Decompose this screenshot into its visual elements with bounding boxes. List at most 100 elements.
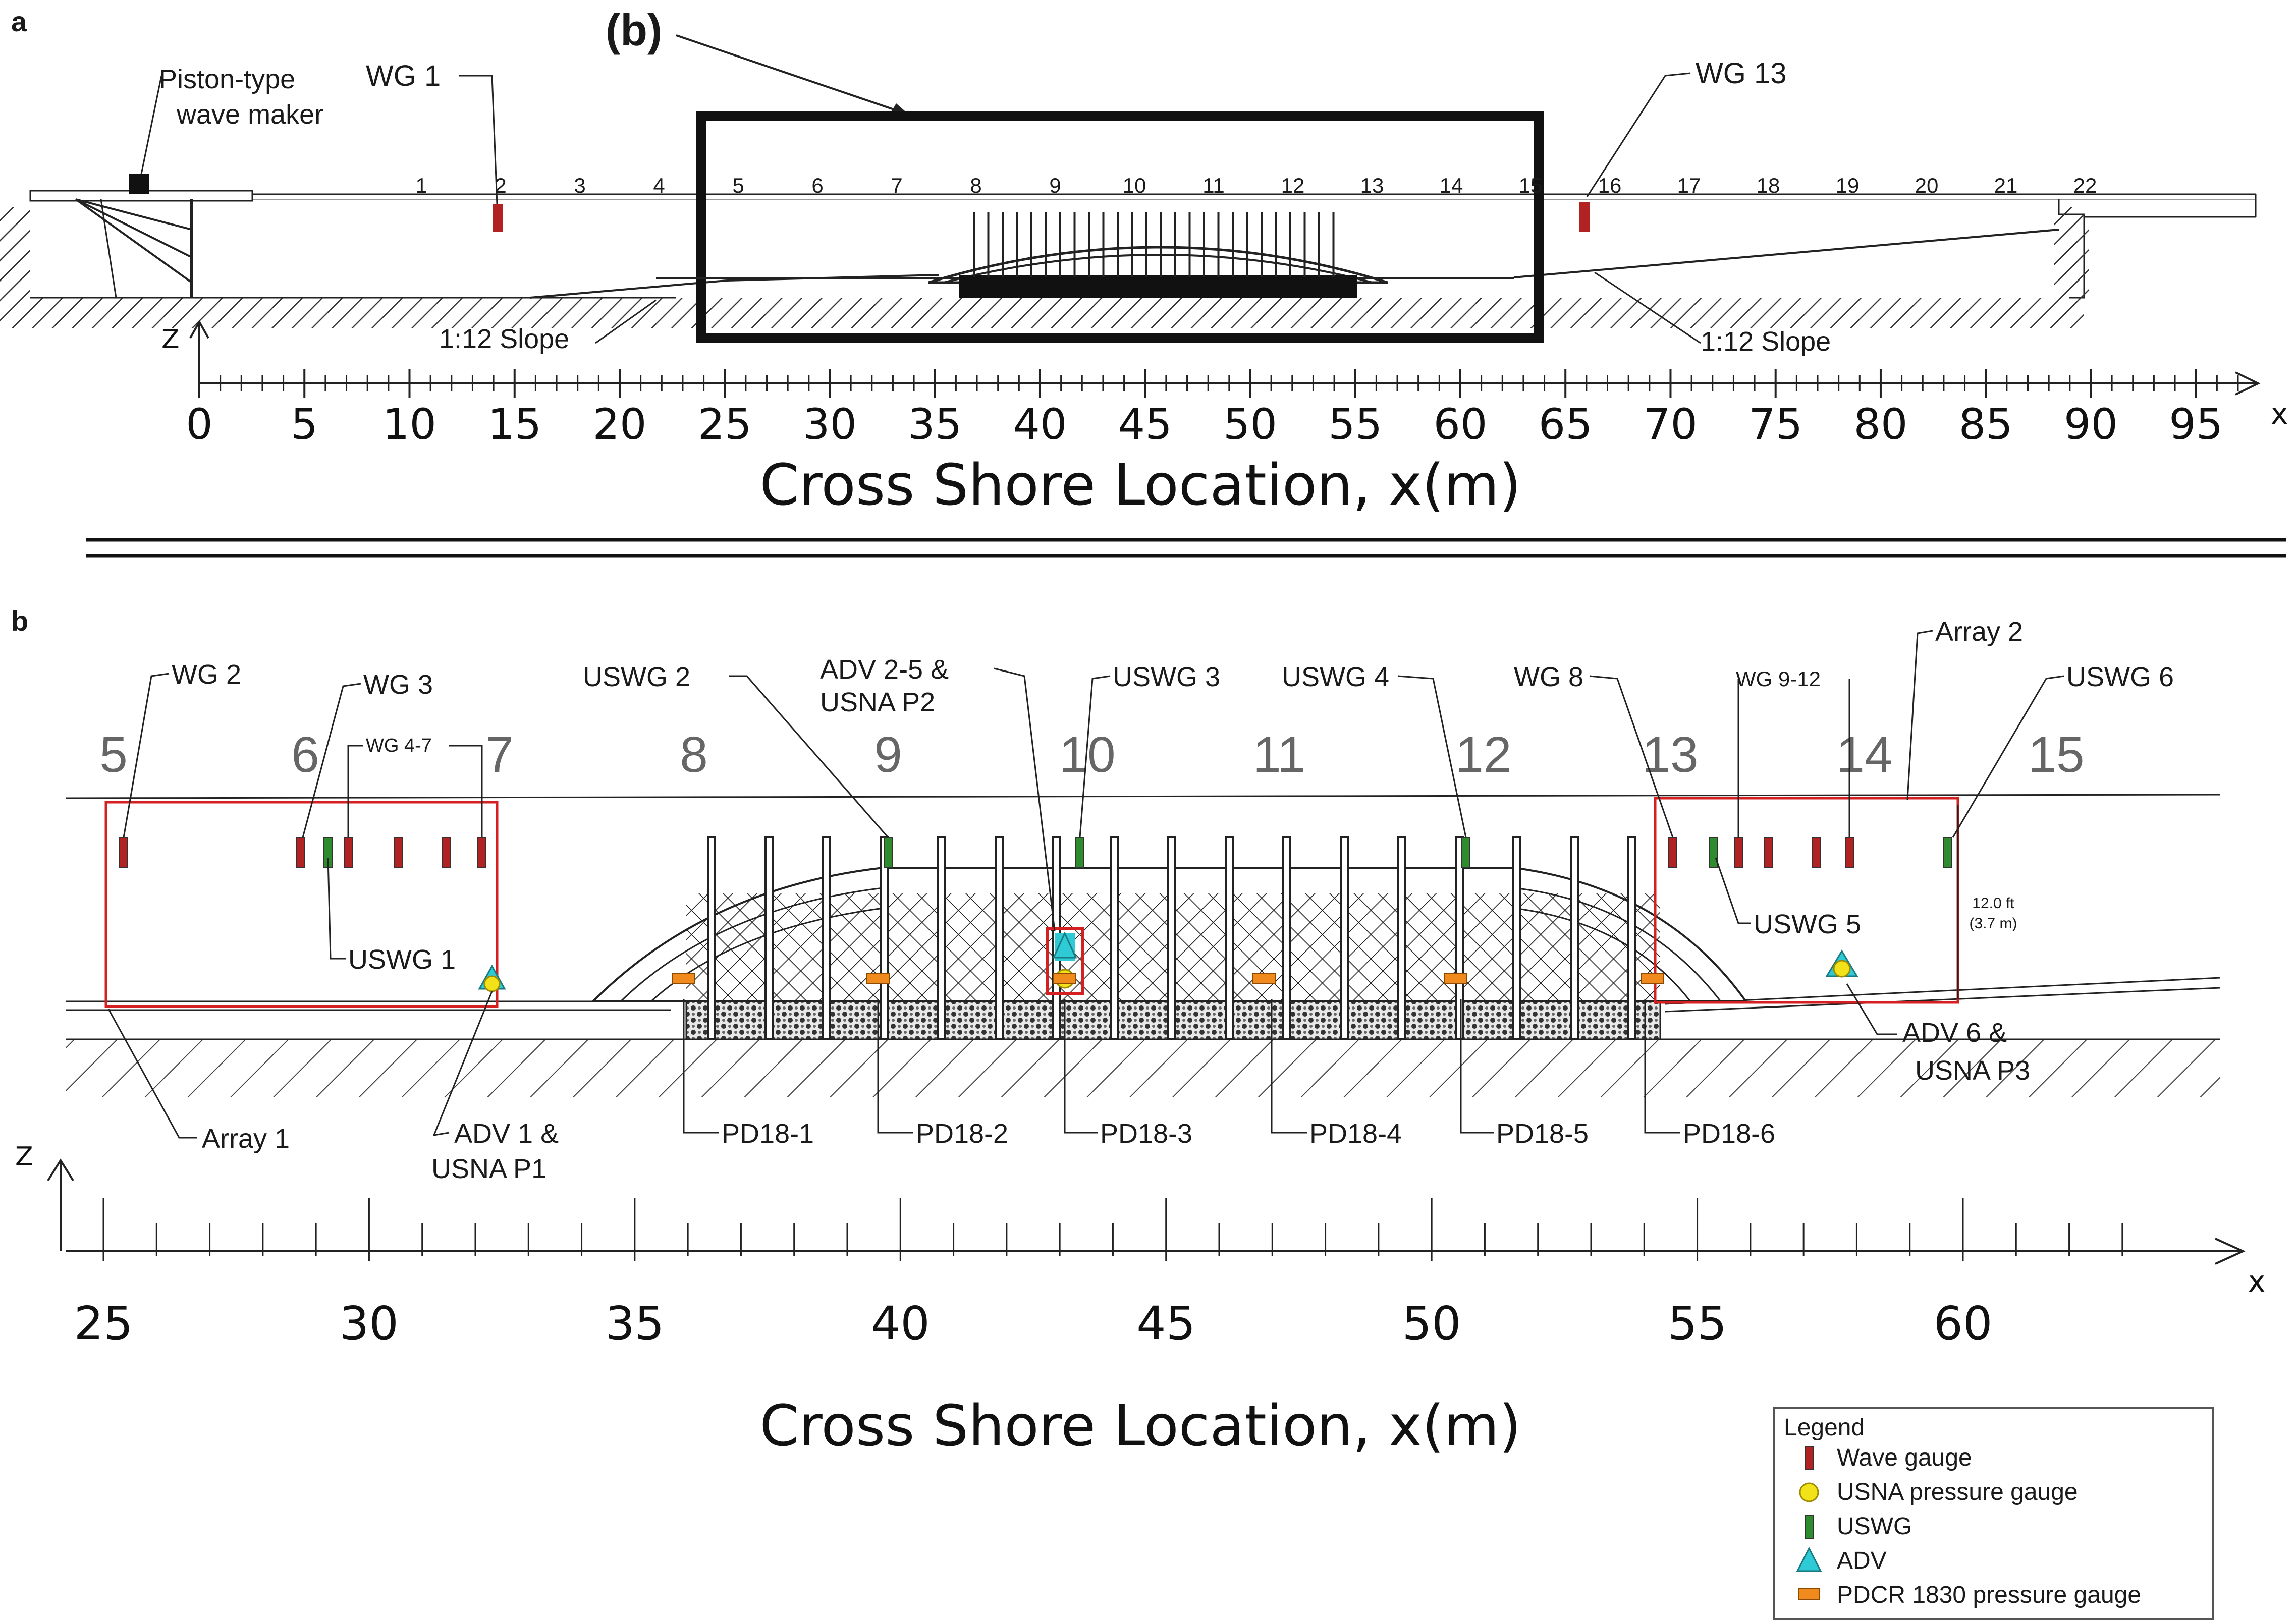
tick-a-70: 70 [1644,400,1698,449]
tick-a-30: 30 [803,400,857,449]
wave-gauge-marker [1734,837,1743,868]
flume-b [65,794,2221,1097]
pile-b [1282,836,1291,1040]
slope-left-label: 1:12 Slope [439,324,569,354]
wg1-label: WG 1 [366,60,441,92]
usw2-label: USWG 2 [583,662,690,692]
tick-a-25: 25 [698,400,752,449]
pile-b [822,836,831,1040]
pile-b [1455,836,1464,1040]
tick-a-20: 20 [593,400,647,449]
wavemaker-label-1: Piston-type [159,64,295,94]
pd-label-6: PD18-6 [1683,1118,1775,1149]
tick-a-40: 40 [1013,400,1067,449]
adv6-label-1: ADV 6 & [1902,1018,2007,1048]
station-a-14: 14 [1440,174,1463,197]
panel-b-letter: b [11,605,28,637]
tick-a-85: 85 [1959,400,2013,449]
wave-gauge-marker [1764,837,1773,868]
tick-a-80: 80 [1854,400,1908,449]
station-b-11: 11 [1253,726,1305,783]
gauges-b [119,837,1952,868]
usw6-label: USWG 6 [2066,662,2174,692]
station-a-7: 7 [891,174,902,197]
width-label-2: (3.7 m) [1969,915,2017,932]
pdcr-marker [866,973,890,984]
uswg-marker [1075,837,1084,868]
axis-b-x-label: x [2248,1264,2265,1299]
pile-b [1340,836,1349,1040]
station-a-6: 6 [811,174,823,197]
tick-b-30: 30 [340,1297,399,1351]
pile-b [1110,836,1119,1040]
pile-b [995,836,1004,1040]
tick-a-90: 90 [2064,400,2118,449]
usw1-label: USWG 1 [348,944,456,975]
labels-b: WG 2 WG 3 WG 4-7 USWG 1 USWG 2 ADV 2-5 &… [107,617,2174,1184]
wg912-label: WG 9-12 [1736,667,1821,691]
tick-a-15: 15 [487,400,541,449]
wave-gauge-marker [119,837,128,868]
flume-a [0,174,2257,328]
width-label-1: 12.0 ft [1972,895,2014,912]
tick-a-35: 35 [908,400,962,449]
pile-b [1225,836,1234,1040]
usw5-label: USWG 5 [1754,909,1861,939]
pd-label-1: PD18-1 [722,1118,814,1149]
pdcr-marker [1053,973,1076,984]
pd-label-4: PD18-4 [1309,1118,1402,1149]
pile-b [1397,836,1406,1040]
pdcr-marker [1444,973,1467,984]
pdcr-marker [1641,973,1664,984]
pd-label-5: PD18-5 [1496,1118,1589,1149]
station-b-12: 12 [1455,726,1511,783]
station-a-9: 9 [1049,174,1061,197]
panel-a-letter: a [11,6,27,37]
wave-maker-icon [129,174,149,194]
pdcr-marker [672,973,695,984]
station-b-13: 13 [1642,726,1698,783]
wg1-marker [493,204,503,232]
wave-gauge-marker [1812,837,1821,868]
pdcr-gauges [672,973,1664,984]
tick-a-5: 5 [291,400,318,449]
usw3-label: USWG 3 [1113,662,1220,692]
legend-item: USNA pressure gauge [1799,1479,2078,1505]
station-b-15: 15 [2028,726,2084,783]
station-b-8: 8 [680,726,708,783]
station-a-1: 1 [415,174,427,197]
array-1-box [104,801,499,1008]
tick-a-45: 45 [1118,400,1172,449]
usw4-label: USWG 4 [1282,662,1389,692]
pd-label-3: PD18-3 [1100,1118,1192,1149]
station-b-5: 5 [99,726,128,783]
legend-item: PDCR 1830 pressure gauge [1798,1582,2141,1608]
inset-box [696,111,1544,343]
adv25-label-2: USNA P2 [820,687,935,717]
adv6-label-2: USNA P3 [1915,1055,2030,1086]
legend-title: Legend [1784,1414,1865,1441]
tick-b-60: 60 [1933,1297,1992,1351]
wavemaker-label-2: wave maker [176,99,323,130]
slope-right-label: 1:12 Slope [1701,326,1831,357]
uswg-marker [1709,837,1718,868]
station-a-5: 5 [732,174,744,197]
axis-a-z-label: Z [161,324,180,355]
legend-item-label: ADV [1837,1547,1887,1574]
tick-b-55: 55 [1668,1297,1727,1351]
station-a-19: 19 [1836,174,1860,197]
pile-b [1512,836,1521,1040]
station-a-10: 10 [1123,174,1146,197]
tick-b-25: 25 [74,1297,133,1351]
legend-item-label: USWG [1837,1513,1912,1540]
tick-b-40: 40 [871,1297,930,1351]
station-a-4: 4 [653,174,665,197]
wave-gauge-marker [344,837,353,868]
legend-item-label: USNA pressure gauge [1837,1479,2078,1505]
adv25-label-1: ADV 2-5 & [820,654,949,685]
pile-b [1627,836,1636,1040]
wg47-label: WG 4-7 [366,735,432,756]
station-a-17: 17 [1677,174,1701,197]
